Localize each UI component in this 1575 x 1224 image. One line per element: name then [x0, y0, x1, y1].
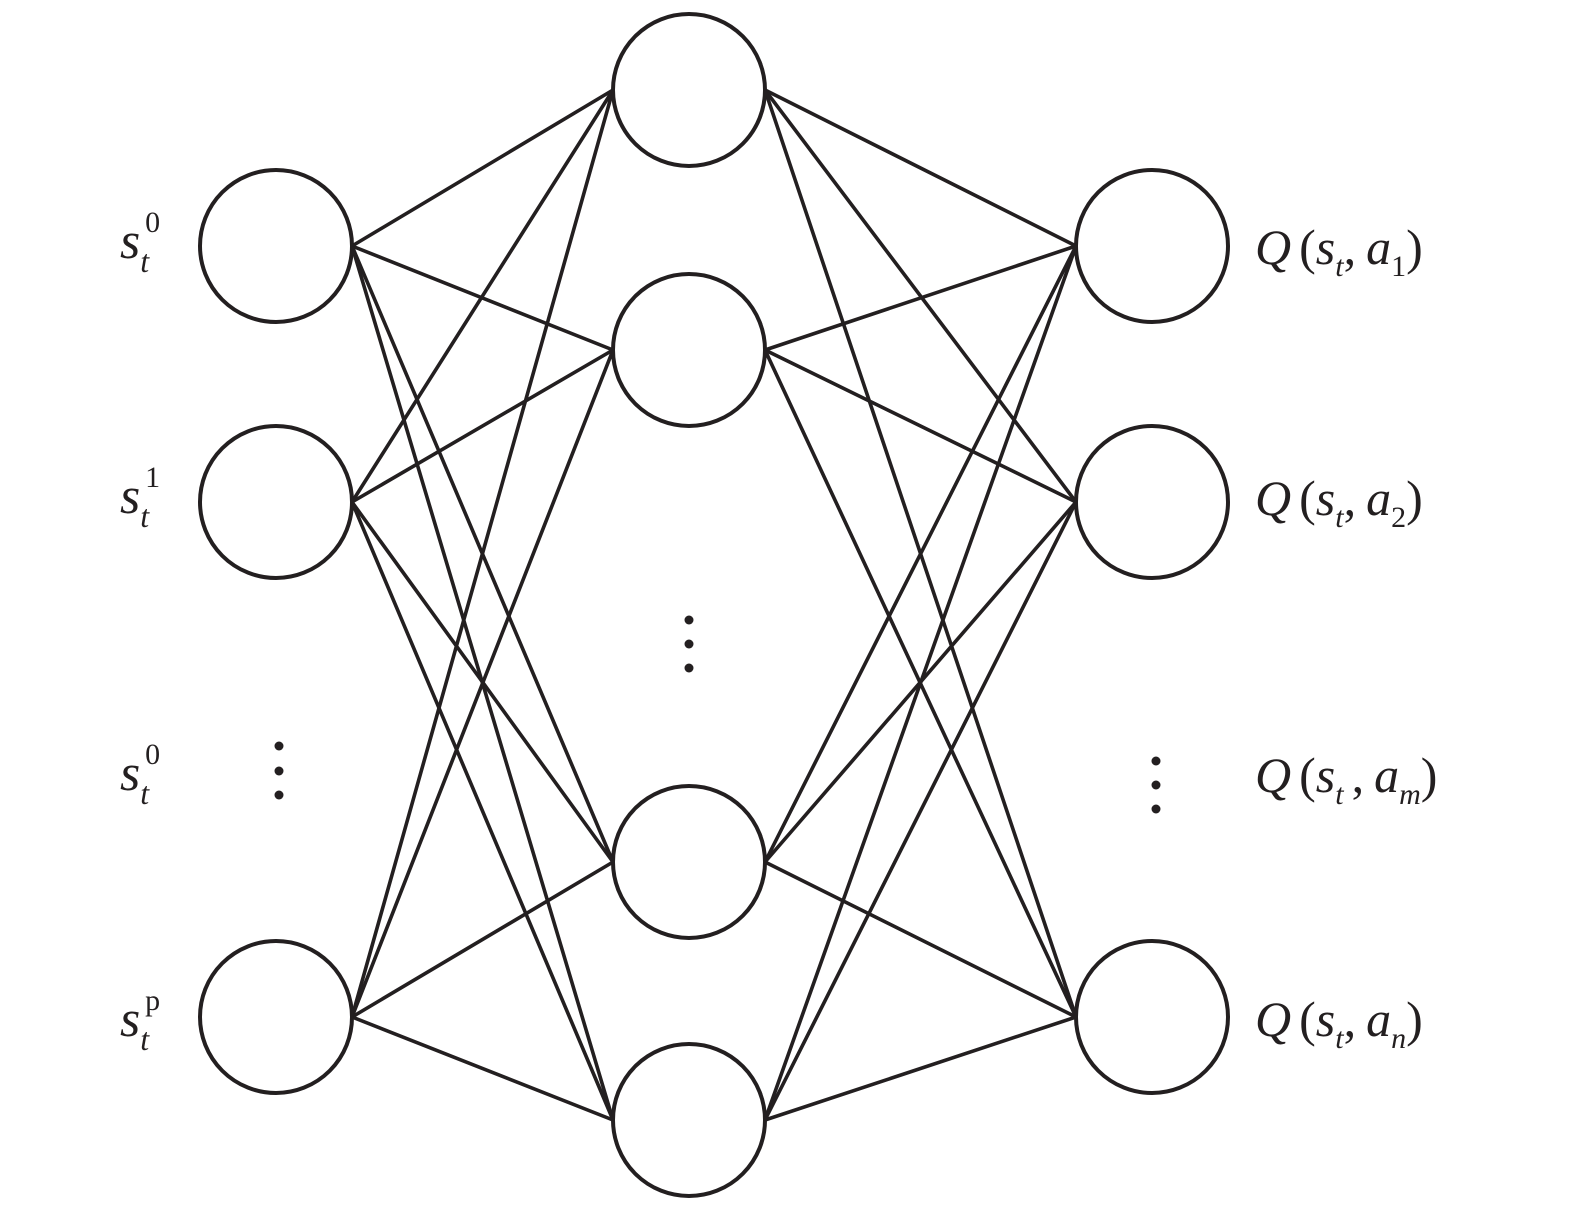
edge-hidden-2-output-0	[763, 244, 1078, 864]
edge-input-1-hidden-3	[350, 500, 615, 1122]
edge-input-0-hidden-0	[350, 88, 615, 248]
output-node-2	[1074, 939, 1230, 1095]
input-label-2: st0	[120, 738, 160, 811]
output-node-0	[1074, 168, 1230, 324]
input-node-2	[198, 939, 354, 1095]
edge-input-2-hidden-2	[350, 860, 615, 1019]
input-label-0: st0	[120, 206, 160, 279]
edge-input-1-hidden-0	[350, 88, 615, 504]
edge-hidden-3-output-1	[763, 500, 1078, 1122]
hidden-node-2	[611, 784, 767, 940]
output-label-n: Q(st,an)	[1255, 991, 1423, 1055]
output-label-2: Q(st,a2)	[1255, 470, 1423, 534]
hidden-ellipsis-dot-1	[684, 639, 694, 649]
edge-input-2-hidden-3	[350, 1015, 615, 1122]
hidden-node-1	[611, 272, 767, 428]
edge-input-2-hidden-0	[350, 88, 615, 1019]
output-labels: Q(st,a1) Q(st,a2) Q(st,am) Q(st,an)	[1255, 219, 1437, 1055]
output-label-m: Q(st,am)	[1255, 747, 1437, 811]
edge-hidden-0-output-0	[763, 88, 1078, 248]
output-ellipsis-dot-2	[1151, 804, 1161, 814]
connections	[350, 88, 1078, 1122]
edge-hidden-1-output-0	[763, 244, 1078, 352]
output-node-1	[1074, 424, 1230, 580]
input-ellipsis-dot-0	[274, 741, 284, 751]
input-label-1: st1	[120, 461, 160, 534]
output-label-1: Q(st,a1)	[1255, 219, 1423, 283]
input-ellipsis-dot-2	[274, 790, 284, 800]
ellipsis-dots	[274, 615, 1161, 814]
input-node-1	[198, 424, 354, 580]
output-ellipsis-dot-1	[1151, 780, 1161, 790]
edge-hidden-2-output-2	[763, 860, 1078, 1019]
input-node-0	[198, 168, 354, 324]
edge-input-1-hidden-1	[350, 348, 615, 504]
neurons	[198, 12, 1230, 1198]
hidden-ellipsis-dot-0	[684, 615, 694, 625]
hidden-ellipsis-dot-2	[684, 663, 694, 673]
output-ellipsis-dot-0	[1151, 756, 1161, 766]
edge-hidden-3-output-2	[763, 1015, 1078, 1122]
input-labels: st0 st1 st0 stp	[120, 206, 160, 1057]
edge-hidden-0-output-1	[763, 88, 1078, 504]
hidden-node-3	[611, 1042, 767, 1198]
hidden-node-0	[611, 12, 767, 168]
input-ellipsis-dot-1	[274, 766, 284, 776]
input-label-3: stp	[120, 984, 160, 1057]
edge-hidden-1-output-1	[763, 348, 1078, 504]
edge-hidden-3-output-0	[763, 244, 1078, 1122]
edge-input-2-hidden-1	[350, 348, 615, 1019]
